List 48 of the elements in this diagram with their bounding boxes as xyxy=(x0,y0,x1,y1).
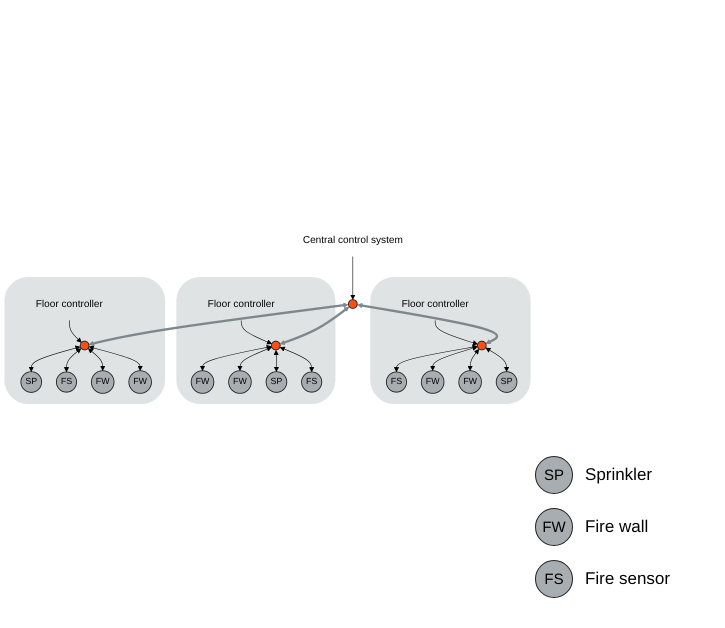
arrow xyxy=(486,348,510,372)
arrow xyxy=(237,347,272,372)
arrow xyxy=(280,347,314,372)
arrow xyxy=(88,346,143,372)
node-circle: SP xyxy=(496,372,518,394)
node-text: Floor controller xyxy=(208,298,275,310)
node-text: Central control system xyxy=(302,234,403,246)
arrow xyxy=(69,320,82,343)
arrow xyxy=(280,306,350,346)
arrow xyxy=(430,346,478,372)
cluster xyxy=(370,277,531,404)
arrow xyxy=(274,350,280,372)
node-circle: FW xyxy=(458,370,482,394)
arrow xyxy=(468,349,480,372)
arrow xyxy=(64,348,82,372)
arrow xyxy=(200,345,272,372)
node-circle xyxy=(476,340,487,351)
node-circle: FS xyxy=(56,372,78,393)
legend-text: Fire wall xyxy=(585,517,648,537)
node-circle xyxy=(270,340,281,351)
node-circle xyxy=(348,299,358,310)
node-circle: FS xyxy=(301,372,322,393)
legend-abbreviation: FS xyxy=(544,570,564,588)
node-text: Floor controller xyxy=(36,298,103,310)
arrow xyxy=(357,303,498,344)
node-circle: FW xyxy=(90,370,114,394)
legend-abbreviation: FW xyxy=(542,518,566,536)
node-circle: SP xyxy=(20,372,42,394)
arrow xyxy=(28,346,80,372)
legend-abbreviation: SP xyxy=(544,466,564,484)
arrow xyxy=(434,320,478,346)
node-circle: FW xyxy=(128,370,152,394)
arrow xyxy=(88,348,106,372)
arrow xyxy=(88,302,348,346)
cluster xyxy=(4,277,166,404)
legend-text: Sprinkler xyxy=(585,465,652,485)
node-circle: FW xyxy=(420,370,444,394)
node-text: Floor controller xyxy=(402,298,469,310)
legend-text: Fire sensor xyxy=(585,569,670,589)
arrow xyxy=(394,344,478,372)
node-circle: FS xyxy=(386,372,407,393)
node-circle: SP xyxy=(266,372,288,394)
node-circle: FW xyxy=(228,370,252,394)
node-circle: FW xyxy=(190,370,214,394)
cluster xyxy=(176,277,336,404)
arrow xyxy=(240,320,272,345)
node-circle xyxy=(80,340,90,351)
arrow xyxy=(350,256,356,300)
